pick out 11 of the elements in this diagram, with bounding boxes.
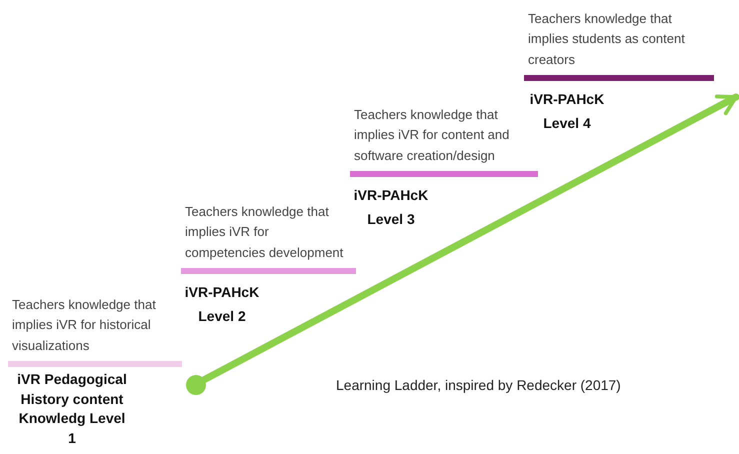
level-label: iVR Pedagogical History content Knowledg Level 1 — [16, 370, 128, 448]
description-text: Teachers knowledge that implies iVR for historical visualizations — [11, 296, 157, 354]
description-text: Teachers knowledge that implies students as content creators — [527, 10, 686, 68]
level-label: iVR-PAHcK Level 3 — [352, 186, 430, 229]
description-text: Teachers knowledge that implies iVR for content and software creation/design — [353, 106, 510, 165]
description-text: Teachers knowledge that implies iVR for competencies development — [184, 202, 344, 262]
start-dot — [186, 375, 206, 395]
arrow — [200, 94, 739, 384]
caption: Learning Ladder, inspired by Redecker (2017) — [336, 377, 621, 393]
level-label: iVR-PAHcK Level 4 — [528, 90, 606, 133]
level-label: iVR-PAHcK Level 2 — [184, 283, 260, 326]
